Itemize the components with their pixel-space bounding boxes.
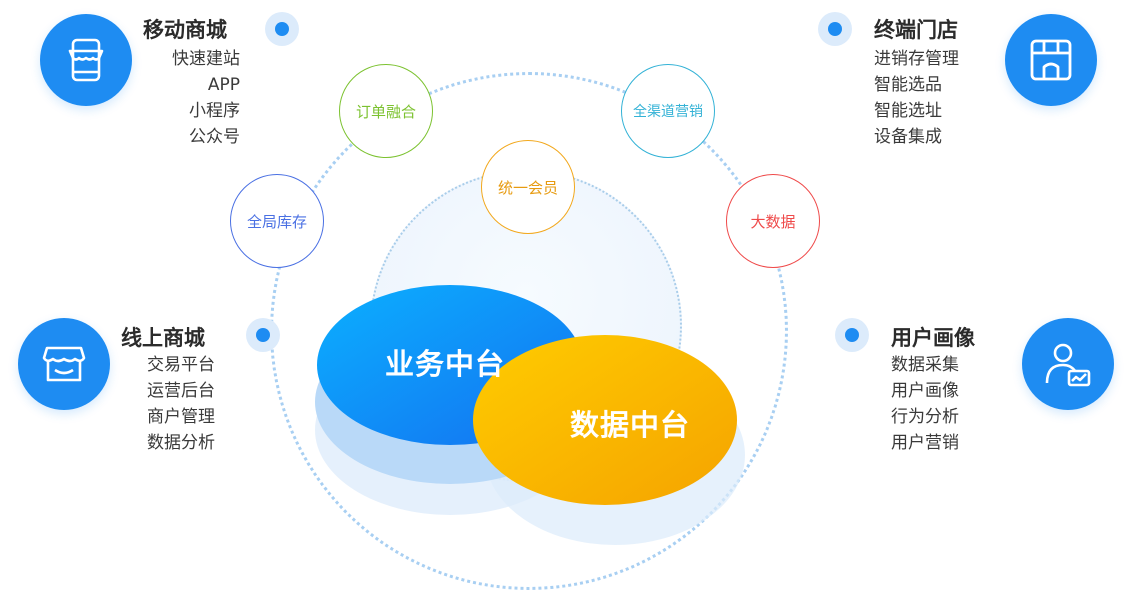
capability-label: 全局库存: [246, 212, 307, 231]
list-item: 商户管理: [147, 407, 215, 427]
capability-order-fusion: 订单融合: [339, 64, 433, 158]
user-profile-title: 用户画像: [891, 326, 975, 350]
mobile-mall-title: 移动商城: [143, 18, 227, 42]
terminal-store-bullet: [818, 12, 852, 46]
capability-label: 全渠道营销: [633, 104, 703, 120]
user-profile-bullet: [835, 318, 869, 352]
mobile-mall-bullet: [265, 12, 299, 46]
capability-label: 大数据: [750, 212, 796, 231]
user-profile-list: 数据采集 用户画像 行为分析 用户营销: [891, 352, 959, 456]
business-platform-label: 业务中台: [385, 347, 506, 381]
capability-unified-member: 统一会员: [481, 140, 575, 234]
list-item: 交易平台: [147, 355, 215, 375]
list-item: 数据分析: [147, 433, 215, 453]
list-item: 设备集成: [874, 127, 942, 147]
core-platform-graphic: [315, 285, 745, 545]
list-item: 进销存管理: [874, 49, 959, 69]
list-item: 用户营销: [891, 433, 959, 453]
data-platform-label: 数据中台: [570, 408, 691, 442]
online-mall-bullet: [246, 318, 280, 352]
user-profile-icon: [1022, 318, 1114, 410]
capability-omnichannel-marketing: 全渠道营销: [621, 64, 715, 158]
online-mall-list: 交易平台 运营后台 商户管理 数据分析: [115, 352, 215, 456]
list-item: 智能选品: [874, 75, 942, 95]
mobile-mall-list: 快速建站 APP 小程序 公众号: [140, 46, 240, 150]
terminal-store-title: 终端门店: [874, 18, 958, 42]
list-item: 小程序: [189, 101, 240, 121]
online-mall-icon: [18, 318, 110, 410]
capability-label: 订单融合: [355, 102, 416, 121]
data-ellipse: [473, 335, 737, 505]
store-front-icon: [1005, 14, 1097, 106]
online-mall-title: 线上商城: [121, 326, 205, 350]
capability-label: 统一会员: [497, 178, 558, 197]
capability-global-inventory: 全局库存: [230, 174, 324, 268]
mobile-mall-icon: [40, 14, 132, 106]
list-item: 用户画像: [891, 381, 959, 401]
list-item: 行为分析: [891, 407, 959, 427]
list-item: APP: [207, 75, 240, 95]
list-item: 运营后台: [147, 381, 215, 401]
list-item: 快速建站: [172, 49, 240, 69]
terminal-store-list: 进销存管理 智能选品 智能选址 设备集成: [874, 46, 959, 150]
list-item: 公众号: [189, 127, 240, 147]
capability-big-data: 大数据: [726, 174, 820, 268]
list-item: 智能选址: [874, 101, 942, 121]
list-item: 数据采集: [891, 355, 959, 375]
